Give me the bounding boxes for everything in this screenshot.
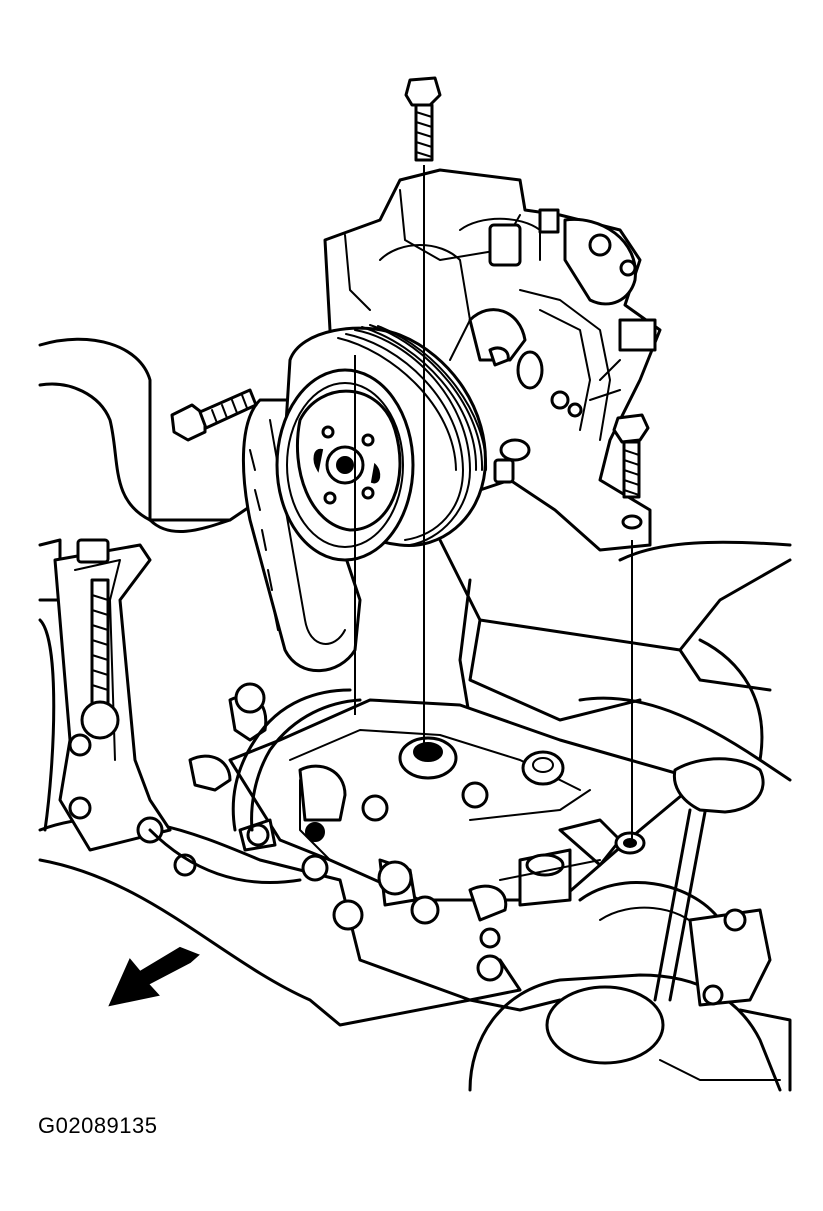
front-direction-arrow: [108, 946, 200, 1007]
clutch-pulley: [275, 324, 488, 562]
figure-code: G02089135: [38, 1113, 158, 1138]
top-mounting-bolt: [404, 76, 442, 748]
lower-manifold: [148, 682, 702, 1002]
dipstick: [653, 757, 765, 1002]
hose: [231, 688, 362, 832]
left-bracket: [53, 538, 172, 852]
right-mounting-bolt: [612, 413, 650, 840]
lower-right-housing: [468, 881, 792, 1092]
left-mounting-bolt: [170, 355, 356, 715]
